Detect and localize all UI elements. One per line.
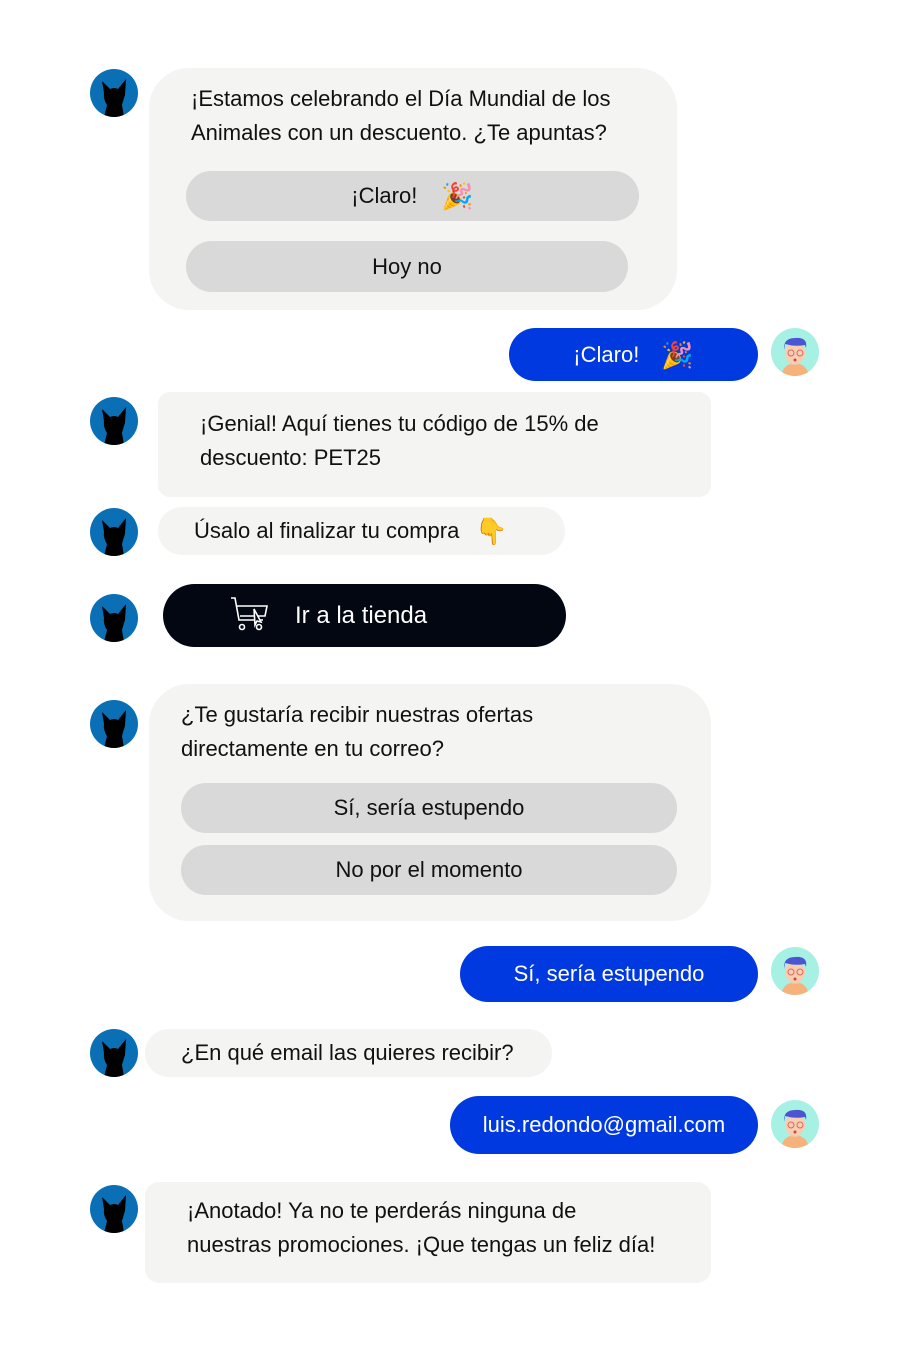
message-text: Sí, sería estupendo xyxy=(513,961,705,986)
quick-reply-claro[interactable]: ¡Claro! 🎉 xyxy=(186,171,639,221)
user-message: ¡Claro! 🎉 xyxy=(509,328,758,381)
option-label: Hoy no xyxy=(372,253,442,279)
message-text: ¡Genial! Aquí tienes tu código de 15% de… xyxy=(200,407,599,475)
message-text: ¿En qué email las quieres recibir? xyxy=(181,1040,514,1065)
user-message: luis.redondo@gmail.com xyxy=(450,1096,758,1154)
text-line: ¡Genial! Aquí tienes tu código de 15% de xyxy=(200,411,599,436)
option-label: ¡Claro! xyxy=(351,183,418,208)
bot-avatar xyxy=(90,1029,138,1077)
party-popper-icon: 🎉 xyxy=(661,339,694,370)
bot-message: ¿Te gustaría recibir nuestras ofertas di… xyxy=(149,684,711,921)
bot-avatar xyxy=(90,1185,138,1233)
option-label: No por el momento xyxy=(335,857,523,882)
quick-reply-si[interactable]: Sí, sería estupendo xyxy=(181,783,677,833)
text-line: ¿Te gustaría recibir nuestras ofertas xyxy=(181,702,534,727)
bot-avatar xyxy=(90,594,138,642)
party-popper-icon: 🎉 xyxy=(441,181,474,211)
text-line: Animales con un descuento. ¿Te apuntas? xyxy=(191,120,607,145)
bot-avatar xyxy=(90,508,138,556)
bot-avatar xyxy=(90,700,138,748)
shopping-cart-icon xyxy=(231,597,268,631)
option-label: Sí, sería estupendo xyxy=(333,795,525,820)
go-to-store-button[interactable]: Ir a la tienda xyxy=(163,584,566,647)
user-avatar xyxy=(771,328,819,376)
bot-message: ¡Genial! Aquí tienes tu código de 15% de… xyxy=(158,392,711,497)
message-text: Úsalo al finalizar tu compra xyxy=(194,518,460,543)
bot-message: ¡Anotado! Ya no te perderás ninguna de n… xyxy=(145,1182,711,1283)
bot-message: ¡Estamos celebrando el Día Mundial de lo… xyxy=(149,68,677,310)
button-label: Ir a la tienda xyxy=(295,601,428,629)
text-line: ¡Anotado! Ya no te perderás ninguna de xyxy=(187,1198,577,1223)
pointing-down-icon: 👇 xyxy=(475,516,508,546)
quick-reply-hoy-no[interactable]: Hoy no xyxy=(186,241,628,292)
text-line: ¡Estamos celebrando el Día Mundial de lo… xyxy=(191,86,611,111)
message-text: ¿Te gustaría recibir nuestras ofertas di… xyxy=(181,698,533,766)
message-text: luis.redondo@gmail.com xyxy=(482,1112,726,1137)
message-text: ¡Estamos celebrando el Día Mundial de lo… xyxy=(191,82,610,150)
bot-message: ¿En qué email las quieres recibir? xyxy=(145,1029,552,1077)
bot-message: Úsalo al finalizar tu compra 👇 xyxy=(158,507,565,555)
message-text: ¡Anotado! Ya no te perderás ninguna de n… xyxy=(187,1194,655,1262)
bot-avatar xyxy=(90,69,138,117)
bot-avatar xyxy=(90,397,138,445)
text-line: directamente en tu correo? xyxy=(181,736,444,761)
message-text: ¡Claro! xyxy=(573,341,640,367)
quick-reply-no[interactable]: No por el momento xyxy=(181,845,677,895)
user-message: Sí, sería estupendo xyxy=(460,946,758,1002)
text-line: descuento: PET25 xyxy=(200,445,382,470)
text-line: nuestras promociones. ¡Que tengas un fel… xyxy=(187,1232,656,1257)
user-avatar xyxy=(771,947,819,995)
user-avatar xyxy=(771,1100,819,1148)
